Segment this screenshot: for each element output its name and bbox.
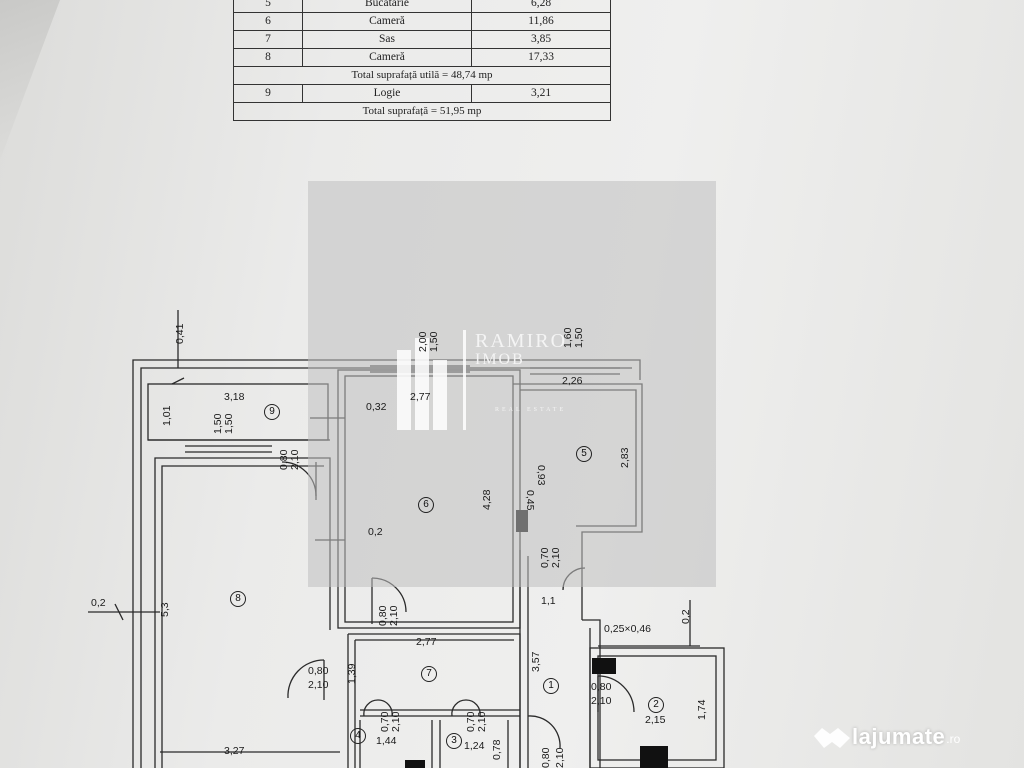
watermark-overlay [308,181,716,587]
column-block [405,760,425,768]
dim-label: 3,18 [224,391,245,403]
dim-label: 3,57 [530,651,542,672]
lajumate-logo-tld: .ro [946,732,961,746]
dim-label: 2,10 [550,547,562,568]
dim-label: 0,2 [680,609,692,624]
dim-label: 1,50 [428,331,440,352]
room-number-5: 5 [576,446,592,462]
dim-label: 0,80 [591,681,612,693]
room-number-2: 2 [648,697,664,713]
lajumate-badge: lajumate .ro [812,722,960,752]
dim-label: 2,10 [388,605,400,626]
dim-label: 3,27 [224,745,245,757]
watermark-tagline: REAL ESTATE [495,407,567,413]
dim-label: 2,77 [410,391,431,403]
dim-label: 1,01 [161,405,173,426]
room-8-walls [154,457,331,768]
dim-label: 2,10 [289,449,301,470]
watermark-name: RAMIRO [475,330,568,352]
column-block [640,746,668,768]
dim-label: 1,1 [541,595,556,607]
dim-label: 2,10 [591,695,612,707]
dim-label: 0,2 [368,526,383,538]
dim-label: 5,3 [159,602,171,617]
dim-label: 1,74 [696,699,708,720]
table-row: 9 Logie 3,21 [233,84,611,103]
area-table: 5 Bucătărie 6,28 6 Cameră 11,86 7 Sas 3,… [233,0,611,121]
dim-label: 1,39 [346,663,358,684]
table-row: 8 Cameră 17,33 [233,48,611,67]
total-area: Total suprafață = 51,95 mp [233,102,611,121]
table-row: 6 Cameră 11,86 [233,12,611,31]
dim-label: 2,10 [308,679,329,691]
dim-label: 1,44 [376,735,397,747]
watermark-logo-icon [397,330,466,430]
dim-label: 0,80 [308,665,329,677]
room-number-1: 1 [543,678,559,694]
dim-label: 2,10 [390,711,402,732]
dim-label: 4,28 [481,489,493,510]
dim-label: 0,25×0,46 [604,623,652,635]
dim-label: 2,26 [562,375,583,387]
room-number-7: 7 [421,666,437,682]
dim-label: 0,2 [91,597,106,609]
dim-label: 2,77 [416,636,437,648]
watermark-sub: IMOB [475,351,525,368]
room-2-walls [589,647,725,768]
watermark-text: RAMIRO IMOB REAL ESTATE [475,330,567,413]
dim-label: 1,50 [223,413,235,434]
dim-label: 1,50 [573,327,585,348]
dim-label: 0,78 [491,739,503,760]
handshake-icon [814,728,850,748]
dim-label: 0,93 [535,465,547,486]
room-number-3: 3 [446,733,462,749]
column-block [592,658,616,674]
dim-label: 2,10 [476,711,488,732]
table-row: Total suprafață = 51,95 mp [233,102,611,121]
room-number-8: 8 [230,591,246,607]
dim-label: 0,41 [174,323,186,344]
dim-label: 0,45 [524,490,536,511]
dim-label: 0,32 [366,401,387,413]
room-number-6: 6 [418,497,434,513]
table-row: 7 Sas 3,85 [233,30,611,49]
dim-label: 2,15 [645,714,666,726]
dim-label: 2,10 [554,747,566,768]
dim-label: 2,83 [619,447,631,468]
room-number-9: 9 [264,404,280,420]
dim-label: 0,80 [540,747,552,768]
lajumate-logo-text: lajumate [852,724,946,749]
dim-label: 1,24 [464,740,485,752]
room-number-4: 4 [350,728,366,744]
